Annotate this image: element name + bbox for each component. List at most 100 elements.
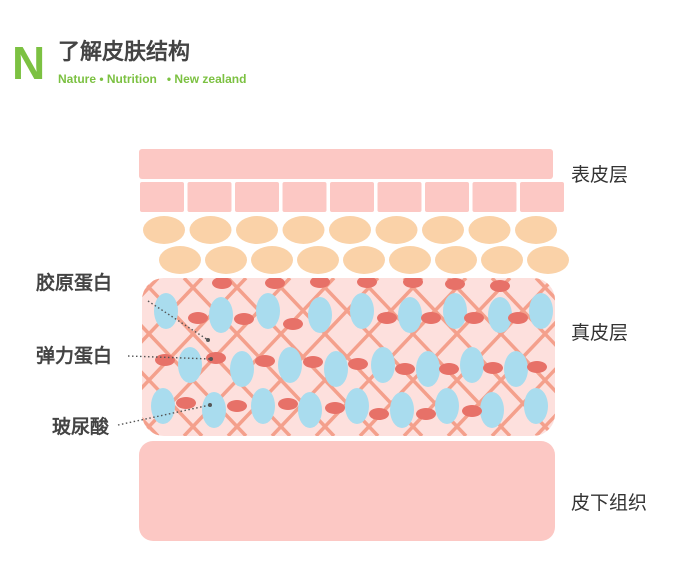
- elastin-node: [527, 361, 547, 373]
- brand-slogan: Nature • Nutrition • New zealand: [58, 72, 247, 86]
- brand-logo-letter: N: [12, 37, 46, 89]
- elastin-node: [403, 278, 423, 288]
- epidermis-cell: [143, 216, 185, 244]
- collagen-fiber: [534, 278, 555, 436]
- epidermis-brick-row: [140, 182, 564, 212]
- epidermis-brick: [140, 182, 184, 212]
- epidermis-cell: [515, 216, 557, 244]
- elastin-node: [234, 313, 254, 325]
- elastin-node: [176, 397, 196, 409]
- epidermis-cell: [329, 216, 371, 244]
- collagen-fiber: [534, 278, 555, 436]
- elastin-node: [188, 312, 208, 324]
- elastin-nodes: [155, 278, 547, 420]
- hyaluronic-acid-molecule: [202, 392, 226, 428]
- hyaluronic-acid-molecule: [371, 347, 395, 383]
- hyaluronic-acid-molecule: [154, 293, 178, 329]
- hyaluronic-acid-molecule: [435, 388, 459, 424]
- elastin-node: [227, 400, 247, 412]
- elastin-pointer-dot: [209, 357, 213, 361]
- elastin-node: [445, 278, 465, 290]
- epidermis-cell: [422, 216, 464, 244]
- elastin-node: [278, 398, 298, 410]
- collagen-fiber: [490, 278, 555, 436]
- elastin-node: [310, 278, 330, 288]
- hyaluronic-pointer-dot: [208, 403, 212, 407]
- epidermis-brick: [235, 182, 279, 212]
- epidermis-brick: [472, 182, 517, 212]
- hyaluronic-acid-molecule: [308, 297, 332, 333]
- collagen-pointer-dot: [206, 338, 210, 342]
- elastin-node: [155, 354, 175, 366]
- epidermis-cell: [435, 246, 477, 274]
- hyaluronic-acid-molecule: [529, 293, 553, 329]
- elastin-node: [490, 280, 510, 292]
- elastin-node: [439, 363, 459, 375]
- elastin-node: [416, 408, 436, 420]
- epidermis-cell: [282, 216, 325, 244]
- hyaluronic-acid-molecules: [151, 293, 553, 428]
- epidermis-brick: [330, 182, 374, 212]
- elastin-node: [325, 402, 345, 414]
- epidermis-cell: [389, 246, 431, 274]
- elastin-node: [421, 312, 441, 324]
- hyaluronic-acid-molecule: [324, 351, 348, 387]
- hyaluronic-acid-molecule: [151, 388, 175, 424]
- hyaluronic-acid-molecule: [209, 297, 233, 333]
- epidermis-cell: [297, 246, 339, 274]
- epidermis-cell: [375, 216, 418, 244]
- epidermis-label: 表皮层: [571, 164, 629, 186]
- elastin-node: [508, 312, 528, 324]
- epidermis-cell: [468, 216, 511, 244]
- hyaluronic-acid-molecule: [345, 388, 369, 424]
- epidermis-cell-rows: [143, 216, 569, 274]
- hyaluronic-acid-molecule: [230, 351, 254, 387]
- collagen-fiber: [142, 278, 204, 436]
- elastin-node: [348, 358, 368, 370]
- hyaluronic-acid-molecule: [398, 297, 422, 333]
- elastin-node: [357, 278, 377, 288]
- hyaluronic-acid-molecule: [298, 392, 322, 428]
- subcutaneous-label: 皮下组织: [571, 492, 648, 514]
- subcutaneous-layer: [139, 441, 555, 541]
- hyaluronic-acid-label: 玻尿酸: [52, 416, 110, 438]
- epidermis-cell: [189, 216, 232, 244]
- epidermis-cell: [236, 216, 278, 244]
- elastin-label: 弹力蛋白: [36, 345, 113, 367]
- stratum-corneum-layer: [139, 149, 553, 179]
- elastin-node: [464, 312, 484, 324]
- hyaluronic-acid-molecule: [390, 392, 414, 428]
- epidermis-cell: [159, 246, 201, 274]
- elastin-node: [283, 318, 303, 330]
- epidermis-cell: [343, 246, 385, 274]
- epidermis-cell: [205, 246, 247, 274]
- hyaluronic-acid-molecule: [524, 388, 548, 424]
- elastin-node: [303, 356, 323, 368]
- elastin-node: [265, 278, 285, 289]
- hyaluronic-acid-molecule: [480, 392, 504, 428]
- collagen-label: 胶原蛋白: [36, 272, 113, 294]
- elastin-node: [462, 405, 482, 417]
- hyaluronic-acid-molecule: [256, 293, 280, 329]
- hyaluronic-acid-molecule: [416, 351, 440, 387]
- epidermis-cell: [481, 246, 523, 274]
- hyaluronic-acid-molecule: [178, 347, 202, 383]
- epidermis-brick: [282, 182, 327, 212]
- elastin-node: [369, 408, 389, 420]
- epidermis-brick: [520, 182, 564, 212]
- elastin-node: [395, 363, 415, 375]
- elastin-node: [483, 362, 503, 374]
- elastin-node: [255, 355, 275, 367]
- elastin-node: [212, 278, 232, 289]
- hyaluronic-acid-molecule: [504, 351, 528, 387]
- hyaluronic-acid-molecule: [460, 347, 484, 383]
- dermis-label: 真皮层: [571, 322, 629, 344]
- hyaluronic-acid-molecule: [443, 293, 467, 329]
- elastin-node: [206, 352, 226, 364]
- hyaluronic-acid-molecule: [350, 293, 374, 329]
- hyaluronic-acid-molecule: [488, 297, 512, 333]
- epidermis-brick: [425, 182, 469, 212]
- epidermis-cell: [527, 246, 569, 274]
- hyaluronic-acid-molecule: [251, 388, 275, 424]
